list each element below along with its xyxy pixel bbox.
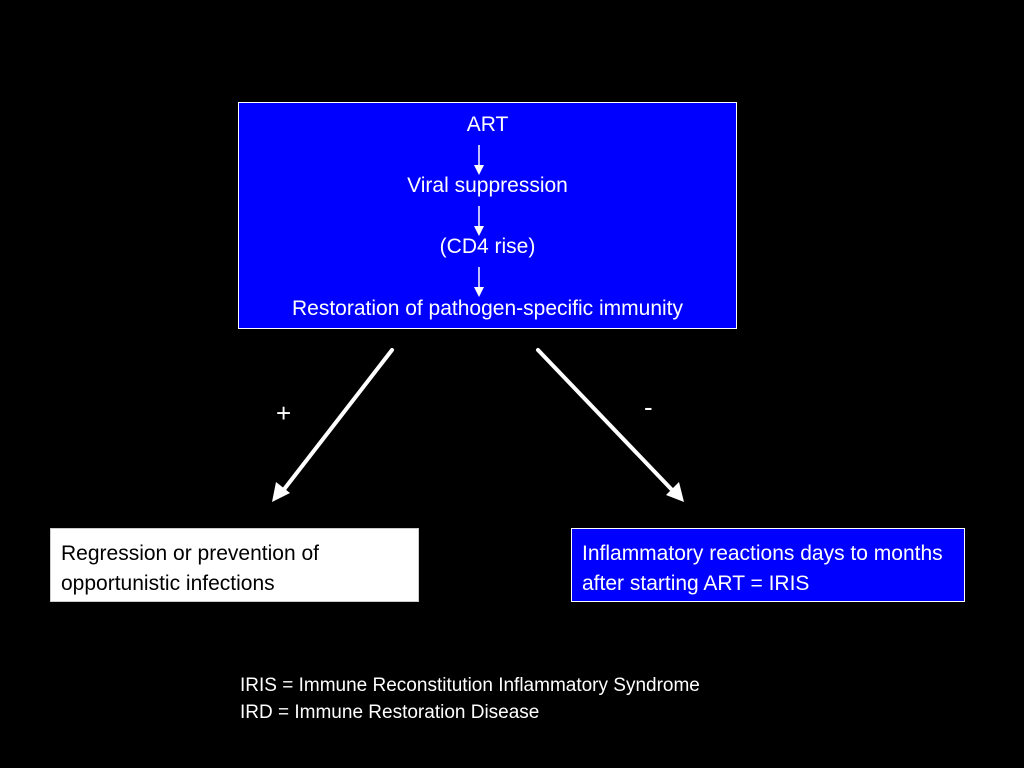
positive-outcome-box: Regression or prevention of opportunisti… — [50, 528, 419, 602]
flow-step-viral-suppression: Viral suppression — [407, 174, 568, 197]
footnote-iris: IRIS = Immune Reconstitution Inflammator… — [240, 675, 700, 696]
negative-sign: - — [644, 392, 653, 422]
flow-step-art: ART — [466, 113, 509, 136]
flow-step-cd4-rise: (CD4 rise) — [439, 235, 536, 258]
left-branch-arrow-icon — [272, 348, 394, 502]
flow-arrow-3-icon — [474, 267, 484, 297]
footnote-ird: IRD = Immune Restoration Disease — [240, 702, 540, 723]
art-flow-box: ART Viral suppression (CD4 rise) Restora… — [238, 102, 737, 329]
flow-step-restoration: Restoration of pathogen-specific immunit… — [291, 297, 684, 320]
positive-sign: + — [276, 398, 292, 428]
right-branch-arrow-icon — [536, 348, 684, 502]
negative-outcome-box: Inflammatory reactions days to months af… — [571, 528, 965, 602]
flow-arrow-1-icon — [474, 145, 484, 175]
flow-arrow-2-icon — [474, 206, 484, 236]
